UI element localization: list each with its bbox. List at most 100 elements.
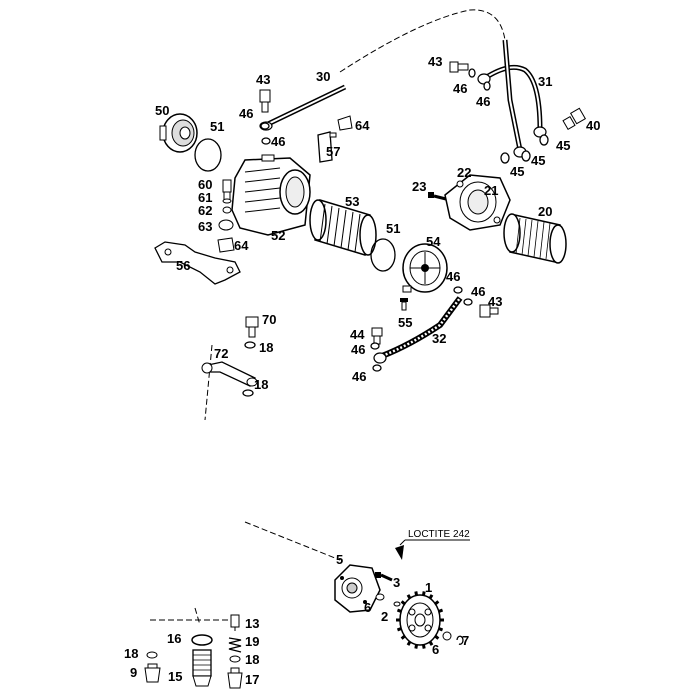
clip-nut-64-top	[337, 115, 353, 131]
o-ring-16	[191, 634, 213, 646]
screw-13	[230, 614, 240, 628]
callout-43-b: 43	[428, 54, 442, 69]
screw-stack-60-64	[217, 179, 235, 253]
callout-46-b: 46	[271, 134, 285, 149]
pin-6-upper	[375, 593, 385, 601]
banjo-bolt-44	[371, 327, 383, 345]
callout-15: 15	[168, 669, 182, 684]
filter-element-53	[309, 199, 377, 256]
callout-18-c: 18	[124, 646, 138, 661]
callout-32: 32	[432, 331, 446, 346]
callout-46-a: 46	[239, 106, 253, 121]
banjo-bolt-43-mid	[479, 304, 499, 318]
callout-60: 60	[198, 177, 212, 192]
callout-19: 19	[245, 634, 259, 649]
callout-30: 30	[316, 69, 330, 84]
callout-63: 63	[198, 219, 212, 234]
filter-housing-22	[444, 174, 511, 231]
washer-6-lower	[442, 631, 452, 641]
banjo-bolt-70	[245, 316, 259, 338]
callout-23: 23	[412, 179, 426, 194]
callout-20: 20	[538, 204, 552, 219]
callout-64-b: 64	[234, 238, 249, 253]
callout-45-c: 45	[556, 138, 570, 153]
gear-1	[396, 591, 444, 649]
oil-line-72	[201, 361, 258, 387]
callout-70: 70	[262, 312, 276, 327]
callout-6-upper: 6	[364, 600, 371, 615]
callout-6-lower: 6	[432, 642, 439, 657]
plug-9	[144, 663, 161, 683]
callout-50: 50	[155, 103, 169, 118]
callout-51-b: 51	[386, 221, 400, 236]
callout-22: 22	[457, 165, 471, 180]
callout-57: 57	[326, 144, 340, 159]
callout-64-a: 64	[355, 118, 370, 133]
seal-rings	[260, 68, 549, 372]
filter-cover-54	[402, 243, 448, 293]
oil-line-30	[259, 84, 347, 131]
filter-housing-52	[231, 154, 311, 236]
callout-5: 5	[336, 552, 343, 567]
banjo-bolt-43-right	[449, 61, 469, 73]
banjo-bolt-43-top	[259, 89, 271, 113]
callout-72: 72	[214, 346, 228, 361]
callout-43-a: 43	[256, 72, 270, 87]
callout-46-d: 46	[476, 94, 490, 109]
callout-21: 21	[484, 183, 498, 198]
callout-40: 40	[586, 118, 600, 133]
filter-element-20	[503, 213, 567, 264]
washer-18-right	[229, 655, 241, 663]
o-ring-51-top	[194, 138, 222, 172]
callout-45-b: 45	[531, 153, 545, 168]
callout-46-h: 46	[352, 369, 366, 384]
callout-13: 13	[245, 616, 259, 631]
plug-17	[227, 667, 243, 689]
washers-18-top	[242, 341, 256, 397]
bracket-57	[317, 131, 337, 163]
callout-1: 1	[425, 580, 432, 595]
oil-line-32	[373, 296, 463, 364]
o-ring-51-mid	[370, 238, 396, 272]
callout-18-b: 18	[254, 377, 268, 392]
callout-62: 62	[198, 203, 212, 218]
callout-labels: 1 2 3 5 6 6 7 9 13 15 16 17 18 18 18 18 …	[124, 54, 600, 687]
callout-17: 17	[245, 672, 259, 687]
circlip-7	[456, 635, 464, 645]
callout-3: 3	[393, 575, 400, 590]
washer-18-left	[146, 651, 158, 659]
callout-61: 61	[198, 190, 212, 205]
loctite-drop-icon	[395, 539, 470, 560]
screw-55	[400, 298, 408, 311]
callout-52: 52	[271, 228, 285, 243]
banjo-bolt-40	[562, 107, 587, 131]
callout-44: 44	[350, 327, 365, 342]
callout-7: 7	[462, 633, 469, 648]
bracket-56	[154, 241, 241, 285]
callout-46-c: 46	[453, 81, 467, 96]
filter-cover-50	[159, 113, 198, 153]
callout-51-a: 51	[210, 119, 224, 134]
callout-18-a: 18	[259, 340, 273, 355]
callout-46-e: 46	[446, 269, 460, 284]
loctite-note: LOCTITE 242	[408, 529, 470, 540]
shaft-2	[393, 601, 401, 607]
spring-19	[228, 637, 242, 653]
callout-56: 56	[176, 258, 190, 273]
callout-46-g: 46	[351, 342, 365, 357]
callout-18-d: 18	[245, 652, 259, 667]
callout-2: 2	[381, 609, 388, 624]
callout-43-c: 43	[488, 294, 502, 309]
pump-cover-5	[334, 564, 381, 613]
callout-46-f: 46	[471, 284, 485, 299]
callout-9: 9	[130, 665, 137, 680]
callout-45-a: 45	[510, 164, 524, 179]
callout-55: 55	[398, 315, 412, 330]
callout-31: 31	[538, 74, 552, 89]
screw-3	[375, 572, 393, 582]
callout-53: 53	[345, 194, 359, 209]
callout-16: 16	[167, 631, 181, 646]
callout-54: 54	[426, 234, 441, 249]
